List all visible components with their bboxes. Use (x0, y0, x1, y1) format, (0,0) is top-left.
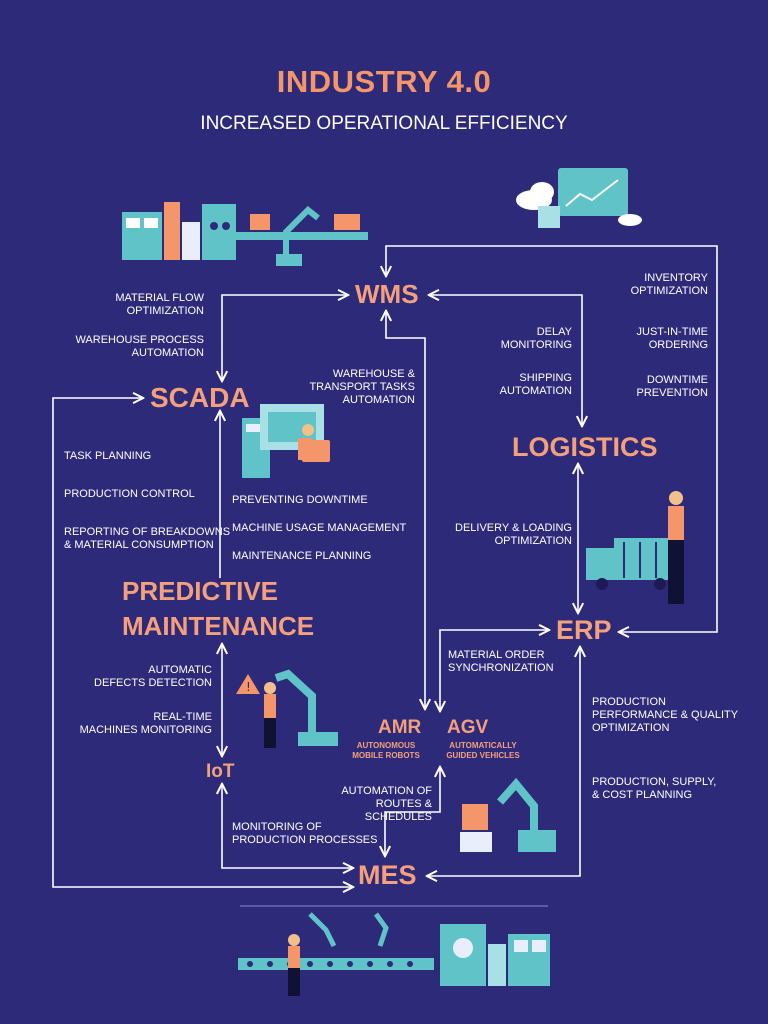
label-machine-usage: MACHINE USAGE MANAGEMENT (232, 522, 407, 534)
arrow-wms-logistics (430, 295, 582, 425)
page-title: INDUSTRY 4.0 (276, 64, 492, 99)
node-amr: AMR (378, 717, 422, 738)
label-reporting-breakdowns: REPORTING OF BREAKDOWNS& MATERIAL CONSUM… (64, 526, 231, 551)
operator-workstation-illustration (242, 404, 330, 478)
node-wms: WMS (355, 279, 419, 309)
node-logistics: LOGISTICS (512, 432, 658, 462)
arrow-wms-amr (386, 312, 425, 708)
agv-subtitle-line2: GUIDED VEHICLES (446, 751, 520, 760)
label-task-planning: TASK PLANNING (64, 450, 152, 462)
agv-robot-arm-illustration (460, 777, 556, 852)
label-production-control: PRODUCTION CONTROL (64, 488, 195, 500)
arrow-wms-scada (222, 295, 347, 380)
node-predictive-line2: MAINTENANCE (122, 611, 315, 641)
node-iot: IoT (206, 761, 235, 782)
agv-subtitle-line1: AUTOMATICALLY (449, 741, 517, 750)
node-mes: MES (358, 860, 417, 890)
arrow-erp-wms (386, 245, 718, 632)
cloud-analytics-illustration (516, 168, 642, 228)
svg-text:!: ! (246, 680, 251, 694)
factory-machines-illustration (122, 202, 368, 266)
node-agv: AGV (447, 717, 489, 738)
label-maintenance-planning: MAINTENANCE PLANNING (232, 550, 372, 562)
assembly-line-illustration (238, 912, 550, 996)
worker-with-truck-illustration (586, 491, 684, 604)
robot-arm-alert-illustration: ! (236, 669, 338, 748)
arrow-erp-mes (428, 648, 580, 876)
node-erp: ERP (556, 615, 612, 645)
node-scada: SCADA (150, 382, 250, 413)
arrow-iot-mes (222, 785, 352, 868)
node-predictive-line1: PREDICTIVE (122, 576, 279, 606)
label-production-supply: PRODUCTION, SUPPLY,& COST PLANNING (592, 776, 717, 801)
arrow-scada-mes (52, 398, 352, 887)
amr-subtitle-line2: MOBILE ROBOTS (352, 751, 420, 760)
label-preventing-downtime: PREVENTING DOWNTIME (232, 494, 368, 506)
page-subtitle: INCREASED OPERATIONAL EFFICIENCY (200, 113, 568, 134)
amr-subtitle-line1: AUTONOMOUS (356, 741, 416, 750)
